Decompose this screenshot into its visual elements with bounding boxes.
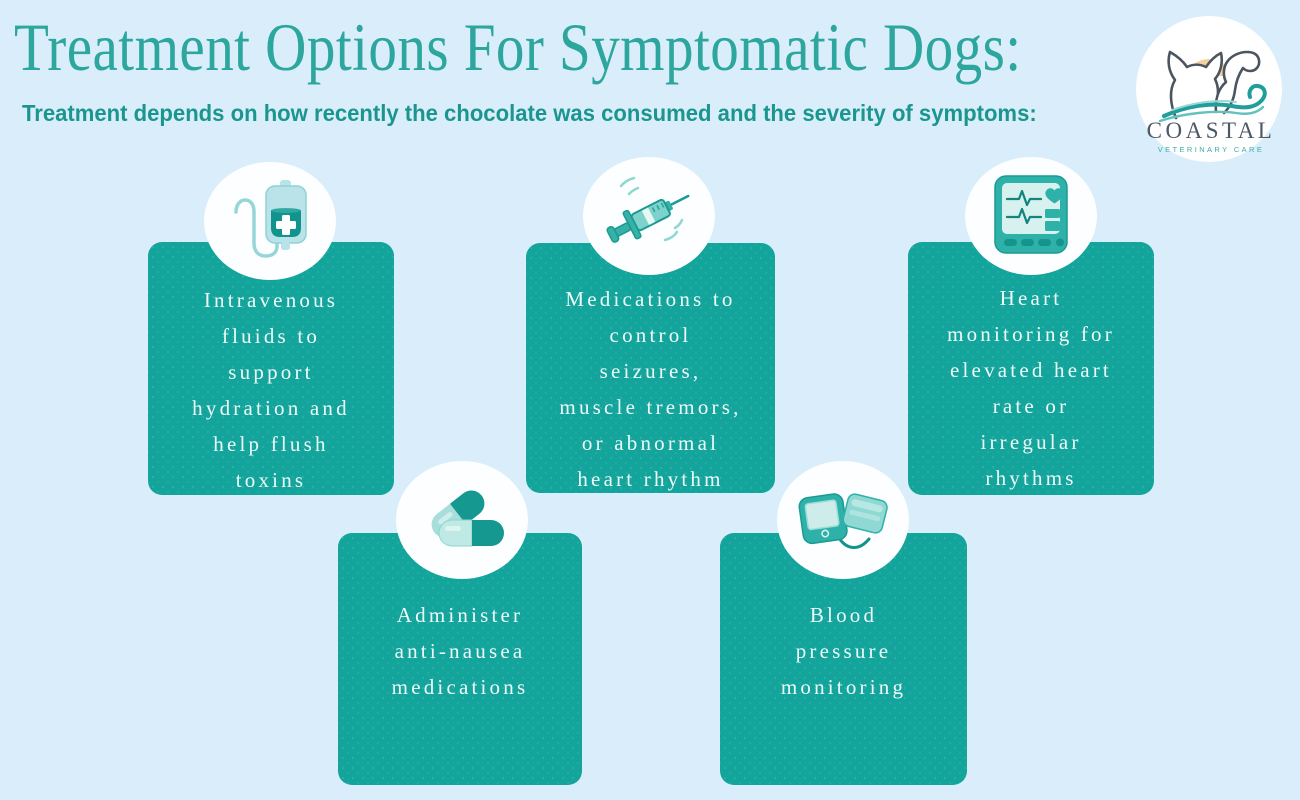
syringe-icon [583, 157, 715, 275]
page-subtitle: Treatment depends on how recently the ch… [22, 100, 1037, 126]
iv-drip-bag-icon [204, 162, 336, 280]
card-line: fluids to [221, 324, 321, 348]
card-line: monitoring [780, 675, 907, 699]
logo-tagline: VETERINARY CARE [1158, 145, 1265, 154]
card-line: Heart [999, 286, 1063, 310]
card-line: Medications to [565, 287, 736, 311]
card-line: pressure [795, 639, 892, 663]
card-line: anti-nausea [394, 639, 526, 663]
heart-monitor-icon [965, 157, 1097, 275]
card-line: seizures, [599, 359, 702, 383]
wave-line-3 [1171, 99, 1237, 111]
logo-artwork: COASTAL VETERINARY CARE [1147, 50, 1276, 154]
iv-fluids-card: Intravenous fluids to support hydration … [148, 242, 394, 495]
card-line: help flush [213, 432, 329, 456]
wave-icon [1162, 83, 1267, 118]
card-line: Administer [396, 603, 524, 627]
card-line: toxins [235, 468, 307, 492]
card-line: elevated heart [950, 358, 1112, 382]
blood-pressure-monitor-icon [777, 461, 909, 579]
card-line: control [609, 323, 692, 347]
card-line: Intravenous [203, 288, 339, 312]
logo-name: COASTAL [1147, 118, 1276, 143]
card-line: monitoring for [947, 322, 1115, 346]
card-line: rate or [992, 394, 1070, 418]
card-line: medications [391, 675, 529, 699]
card-line: hydration and [192, 396, 350, 420]
seizure-medications-card: Medications to control seizures, muscle … [526, 243, 775, 493]
anti-nausea-card: Administer anti-nausea medications [338, 533, 582, 785]
dog-outline-icon [1214, 50, 1261, 115]
card-line: support [228, 360, 314, 384]
page-title: Treatment Options For Symptomatic Dogs: [14, 9, 1022, 85]
card-line: irregular [980, 430, 1082, 454]
card-line: or abnormal [581, 431, 720, 455]
card-line: muscle tremors, [559, 395, 742, 419]
wave-line-2 [1158, 105, 1265, 123]
pills-icon [396, 461, 528, 579]
heart-monitoring-card: Heart monitoring for elevated heart rate… [908, 242, 1154, 495]
coastal-veterinary-care-logo: COASTAL VETERINARY CARE [1136, 16, 1282, 162]
card-line: Blood [809, 603, 878, 627]
card-line: rhythms [985, 466, 1077, 490]
card-line: heart rhythm [577, 467, 724, 491]
blood-pressure-card: Blood pressure monitoring [720, 533, 967, 785]
